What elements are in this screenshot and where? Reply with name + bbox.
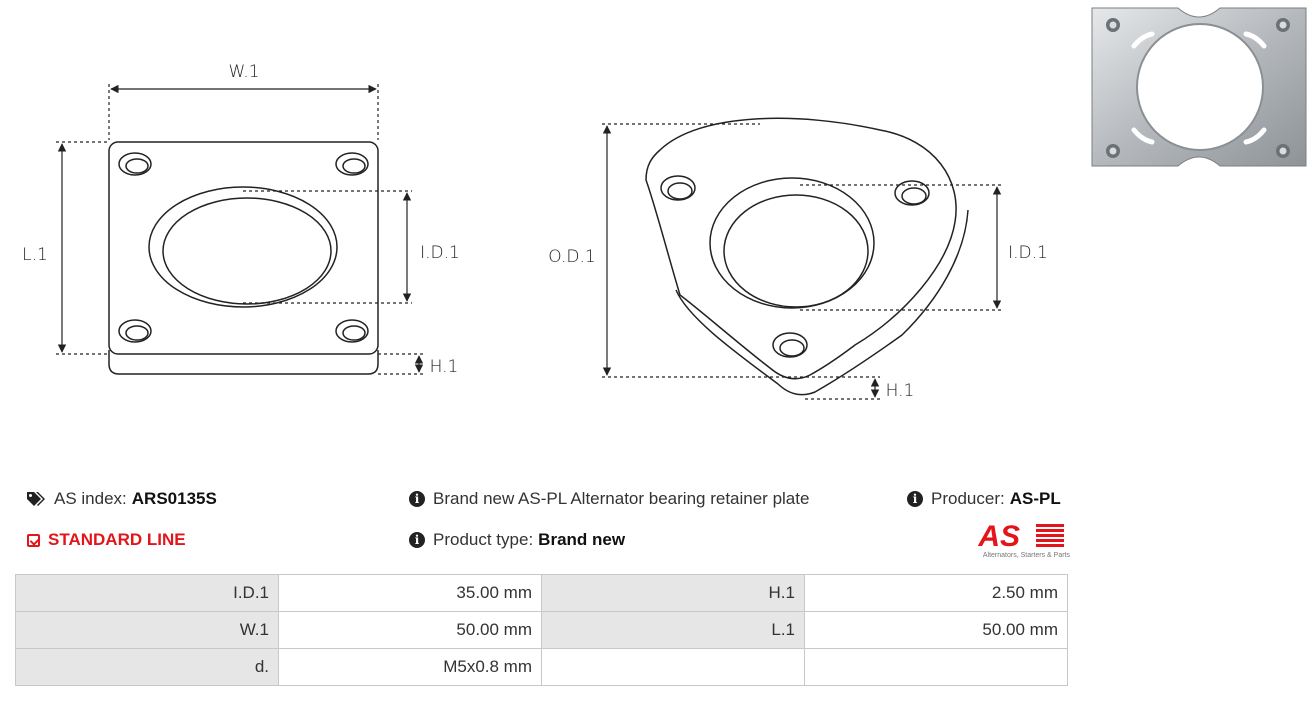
param-empty bbox=[804, 648, 1068, 686]
standard-line-badge: STANDARD LINE bbox=[27, 530, 186, 550]
height-label-right: H.1 bbox=[886, 381, 915, 401]
param-value: 50.00 mm bbox=[804, 611, 1068, 649]
square-plate-drawing bbox=[108, 141, 379, 375]
width-label: W.1 bbox=[228, 62, 259, 82]
as-index-value: ARS0135S bbox=[131, 489, 217, 508]
param-value: 35.00 mm bbox=[278, 574, 542, 612]
param-key: I.D.1 bbox=[15, 574, 279, 612]
info-icon: i bbox=[409, 491, 425, 507]
producer: i Producer: AS-PL bbox=[907, 489, 1061, 509]
product-type-value: Brand new bbox=[538, 530, 626, 549]
param-empty bbox=[541, 648, 805, 686]
triangle-plate-drawing bbox=[645, 117, 969, 396]
as-logo-mark: AS bbox=[977, 520, 1064, 553]
inner-diameter-label-right: I.D.1 bbox=[1008, 243, 1048, 263]
as-index: AS index: ARS0135S bbox=[26, 489, 217, 509]
table-row: d. M5x0.8 mm bbox=[15, 648, 1068, 686]
tags-icon bbox=[27, 492, 45, 506]
producer-value: AS-PL bbox=[1009, 489, 1061, 508]
parameters-table: I.D.1 35.00 mm H.1 2.50 mm W.1 50.00 mm … bbox=[15, 574, 1068, 686]
outer-diameter-label: O.D.1 bbox=[548, 247, 595, 267]
product-description: i Brand new AS-PL Alternator bearing ret… bbox=[409, 489, 809, 509]
product-photo[interactable] bbox=[1090, 6, 1308, 168]
table-row: W.1 50.00 mm L.1 50.00 mm bbox=[15, 611, 1068, 649]
logo-tagline: Alternators, Starters & Parts bbox=[982, 552, 1070, 559]
triangle-plate-dimensions bbox=[602, 123, 1002, 400]
height-label: H.1 bbox=[430, 357, 459, 377]
param-key: H.1 bbox=[541, 574, 805, 612]
square-plate-dimensions bbox=[56, 84, 424, 375]
product-type-label: Product type: bbox=[433, 530, 534, 549]
param-key: L.1 bbox=[541, 611, 805, 649]
param-key: W.1 bbox=[15, 611, 279, 649]
info-icon: i bbox=[907, 491, 923, 507]
param-value: 50.00 mm bbox=[278, 611, 542, 649]
description-text: Brand new AS-PL Alternator bearing retai… bbox=[433, 489, 810, 508]
table-row: I.D.1 35.00 mm H.1 2.50 mm bbox=[15, 574, 1068, 612]
param-key: d. bbox=[15, 648, 279, 686]
as-pl-logo[interactable]: AS Alternators, Starters & Parts bbox=[960, 518, 1070, 562]
svg-text:AS: AS bbox=[977, 520, 1020, 552]
length-label: L.1 bbox=[22, 245, 48, 265]
param-value: M5x0.8 mm bbox=[278, 648, 542, 686]
as-index-label: AS index: bbox=[54, 489, 127, 508]
check-square-icon bbox=[27, 533, 40, 547]
inner-diameter-label: I.D.1 bbox=[420, 243, 460, 263]
product-type: i Product type: Brand new bbox=[409, 530, 625, 550]
technical-drawings: W.1 L.1 I.D.1 H.1 O.D.1 I.D.1 H.1 bbox=[22, 62, 1048, 401]
info-icon: i bbox=[409, 532, 425, 548]
producer-label: Producer: bbox=[931, 489, 1005, 508]
param-value: 2.50 mm bbox=[804, 574, 1068, 612]
standard-line-label: STANDARD LINE bbox=[48, 530, 186, 549]
